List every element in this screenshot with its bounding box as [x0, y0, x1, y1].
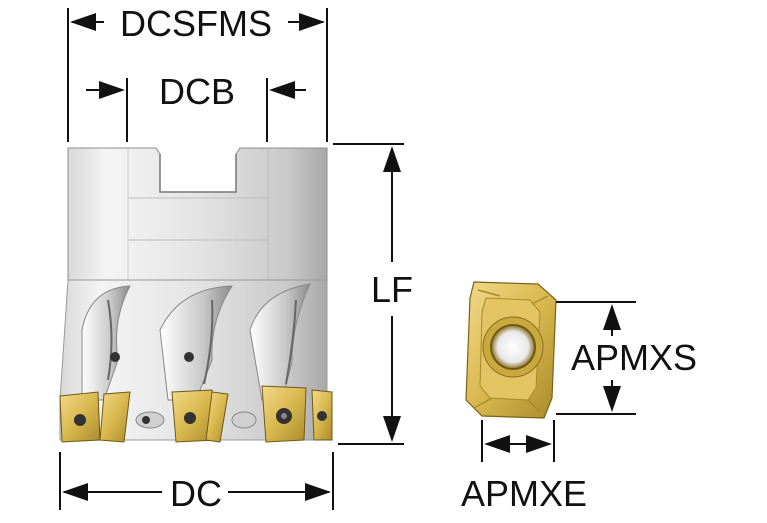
insert-detail: [465, 281, 557, 419]
dimension-lines: [59, 8, 636, 510]
dcb-label: DCB: [159, 71, 235, 112]
dcsfms-label: DCSFMS: [120, 3, 272, 44]
screw-head-icon: [110, 352, 120, 362]
lf-label: LF: [371, 269, 413, 310]
apmxs-label: APMXS: [571, 337, 697, 378]
dc-label: DC: [170, 473, 222, 514]
screw-head-icon: [184, 352, 194, 362]
insert-hole-icon: [490, 324, 536, 370]
cutter-inserts: [59, 385, 333, 443]
chip-flutes: [81, 283, 311, 401]
apmxe-label: APMXE: [461, 473, 587, 514]
